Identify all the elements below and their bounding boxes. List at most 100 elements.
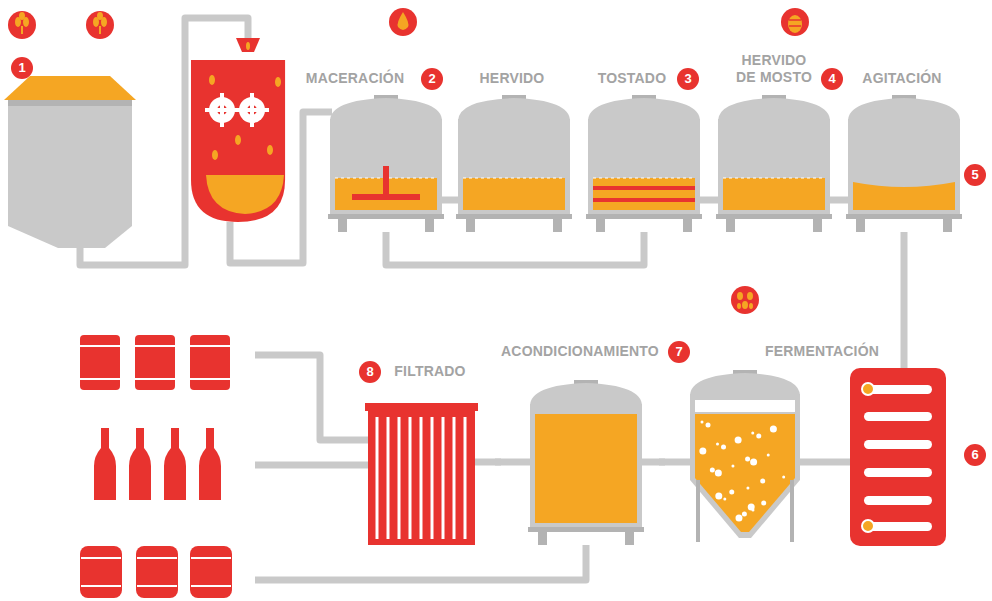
bubble [731, 465, 734, 468]
grain-silo [8, 100, 132, 248]
stage-label: FILTRADO [394, 363, 465, 380]
tank-leg [338, 218, 347, 232]
barrel-hoop [191, 557, 231, 559]
grain-mill [212, 150, 218, 160]
process-tank: FILTRADO [368, 363, 475, 545]
tank-body [588, 119, 700, 218]
foam [695, 400, 795, 412]
bubble [710, 468, 715, 473]
bottle [199, 428, 221, 500]
tank-dome [330, 98, 442, 121]
ingredient-icon [22, 26, 100, 34]
keg-band [80, 345, 120, 347]
tank-leg [856, 218, 865, 232]
bubble [723, 498, 726, 501]
filter-plate [386, 417, 389, 539]
stage-label: ACONDICIONAMIENTO [501, 343, 659, 360]
ingredient-icon [398, 12, 409, 30]
bubble [729, 490, 734, 495]
wort-cooler [850, 368, 946, 546]
ingredient-icon [21, 26, 23, 34]
grain-mill [236, 38, 260, 52]
tank-outline [458, 95, 570, 232]
process-tank: AGITACIÓN [848, 70, 960, 232]
agitator-blade [352, 194, 420, 200]
filter-plate [441, 417, 444, 539]
tank-outline [330, 95, 442, 232]
tank-leg [726, 218, 735, 232]
ingredient-icon [742, 301, 748, 309]
tank-body [690, 394, 800, 538]
bubble [701, 421, 704, 424]
bubble [735, 515, 742, 522]
tank-leg [425, 218, 434, 232]
keg-band [80, 346, 230, 379]
wort-cooler [862, 383, 874, 395]
barrel-hoop [81, 557, 121, 559]
barrel [80, 546, 232, 598]
stage-label: MACERACIÓN [306, 70, 404, 87]
beer [695, 414, 795, 532]
tank-leg [538, 531, 547, 545]
bubble [699, 448, 706, 455]
bubble [735, 437, 742, 444]
pipe-connector [475, 459, 502, 466]
filter-top [365, 403, 478, 411]
pipe [255, 462, 368, 469]
grain-mill [191, 60, 285, 222]
process-tank: MACERACIÓN [306, 70, 442, 232]
stage-label: FERMENTACIÓN [765, 343, 879, 360]
bottle [129, 428, 151, 500]
tank-outline [848, 95, 960, 232]
barrel-hoop [137, 585, 177, 587]
grain-mill [246, 42, 250, 50]
wort [463, 178, 565, 210]
bubble [748, 504, 755, 511]
ingredient-icon [788, 15, 802, 33]
barrel [190, 546, 232, 598]
process-tank: FERMENTACIÓN [690, 343, 879, 542]
ingredient-icon [731, 286, 759, 314]
callout-number: 5 [964, 164, 986, 186]
ingredient-icon [747, 292, 753, 300]
keg [80, 335, 120, 390]
ingredient-icon [8, 8, 809, 314]
bubble [715, 493, 722, 500]
barrel [136, 546, 178, 598]
bubble [716, 443, 719, 446]
wort-cooler [864, 385, 932, 531]
grain-mill [209, 75, 215, 85]
pipe [80, 18, 904, 580]
keg [190, 335, 230, 390]
bottle [94, 428, 221, 500]
ingredient-icon [737, 303, 741, 309]
pipe [255, 355, 368, 440]
grain-mill [267, 145, 273, 155]
ingredient-icon [8, 11, 36, 39]
barrel [80, 546, 122, 598]
grain-silo [8, 100, 132, 106]
surface [463, 178, 565, 179]
filter-plate [430, 417, 433, 539]
stage-label: TOSTADO [598, 70, 667, 87]
grain-silo [4, 76, 136, 100]
tank-body [718, 119, 830, 218]
ingredient-icon [389, 8, 417, 36]
ingredient-icon [781, 8, 809, 36]
wort [723, 178, 825, 210]
pipe [901, 232, 908, 370]
tank-outline [530, 380, 642, 545]
ingredient-icon [97, 12, 103, 20]
bubble [761, 501, 766, 506]
barrel-hoop [191, 585, 231, 587]
pipe-connector [386, 232, 644, 265]
callout-number: 3 [677, 68, 699, 90]
keg-band [190, 345, 230, 347]
ingredient-icon [15, 12, 802, 309]
tank-outline [368, 403, 475, 545]
grain-mill [235, 108, 269, 112]
grain-mill [235, 135, 241, 145]
filter-plate [397, 417, 400, 539]
callout-number: 7 [668, 341, 690, 363]
